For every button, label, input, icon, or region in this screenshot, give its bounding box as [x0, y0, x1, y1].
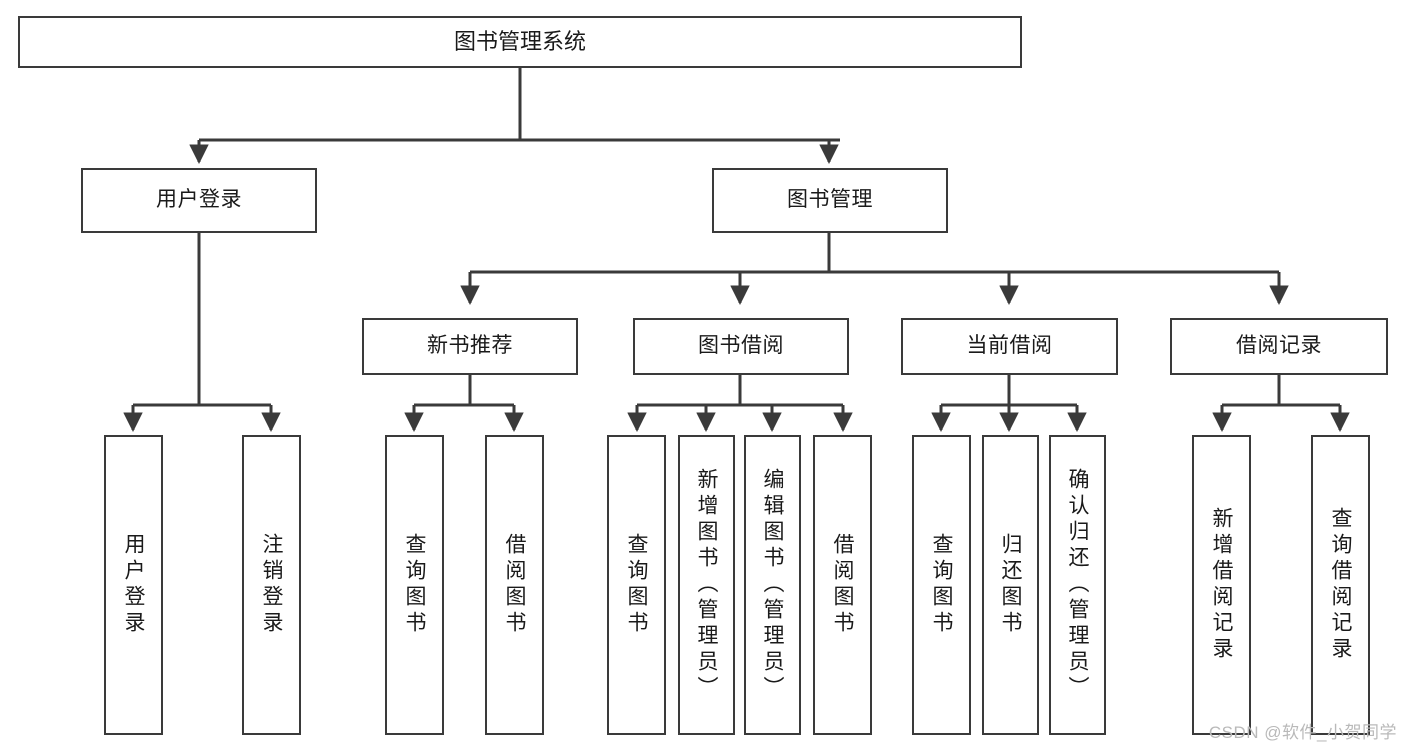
- leaf-rec-query-book[interactable]: 查询图书: [385, 435, 444, 735]
- node-label: 图书管理系统: [453, 29, 586, 55]
- node-label: 注销登录: [260, 533, 283, 637]
- leaf-current-confirm-return-admin[interactable]: 确认归还（管理员）: [1049, 435, 1106, 735]
- leaf-borrow-query-book[interactable]: 查询图书: [607, 435, 666, 735]
- node-borrow-record[interactable]: 借阅记录: [1170, 318, 1388, 375]
- node-label: 查询图书: [625, 533, 648, 637]
- node-label: 新书推荐: [427, 334, 513, 358]
- node-label: 确认归还（管理员）: [1066, 468, 1089, 702]
- node-user-login[interactable]: 用户登录: [81, 168, 317, 233]
- node-label: 借阅图书: [503, 533, 526, 637]
- watermark-text: CSDN @软件_小贺同学: [1208, 723, 1397, 742]
- node-new-book-recommend[interactable]: 新书推荐: [362, 318, 578, 375]
- node-label: 查询图书: [930, 533, 953, 637]
- node-book-management[interactable]: 图书管理: [712, 168, 948, 233]
- node-label: 新增图书（管理员）: [695, 468, 718, 702]
- node-label: 编辑图书（管理员）: [761, 468, 784, 702]
- leaf-record-add-record[interactable]: 新增借阅记录: [1192, 435, 1251, 735]
- node-label: 查询借阅记录: [1329, 507, 1352, 663]
- leaf-record-query-record[interactable]: 查询借阅记录: [1311, 435, 1370, 735]
- node-book-borrow[interactable]: 图书借阅: [633, 318, 849, 375]
- node-label: 新增借阅记录: [1210, 507, 1233, 663]
- node-label: 归还图书: [999, 533, 1022, 637]
- leaf-user-logout[interactable]: 注销登录: [242, 435, 301, 735]
- node-label: 图书管理: [787, 188, 873, 212]
- node-root-system[interactable]: 图书管理系统: [18, 16, 1022, 68]
- node-label: 当前借阅: [966, 334, 1053, 358]
- leaf-user-login[interactable]: 用户登录: [104, 435, 163, 735]
- node-current-borrow[interactable]: 当前借阅: [901, 318, 1118, 375]
- node-label: 借阅图书: [831, 533, 854, 637]
- leaf-rec-borrow-book[interactable]: 借阅图书: [485, 435, 544, 735]
- leaf-borrow-borrow-book[interactable]: 借阅图书: [813, 435, 872, 735]
- node-label: 图书借阅: [698, 334, 784, 358]
- node-label: 用户登录: [156, 188, 242, 212]
- leaf-borrow-add-book-admin[interactable]: 新增图书（管理员）: [678, 435, 735, 735]
- leaf-current-return-book[interactable]: 归还图书: [982, 435, 1039, 735]
- node-label: 查询图书: [403, 533, 426, 637]
- node-label: 用户登录: [122, 533, 145, 637]
- node-label: 借阅记录: [1236, 334, 1322, 358]
- leaf-current-query-book[interactable]: 查询图书: [912, 435, 971, 735]
- leaf-borrow-edit-book-admin[interactable]: 编辑图书（管理员）: [744, 435, 801, 735]
